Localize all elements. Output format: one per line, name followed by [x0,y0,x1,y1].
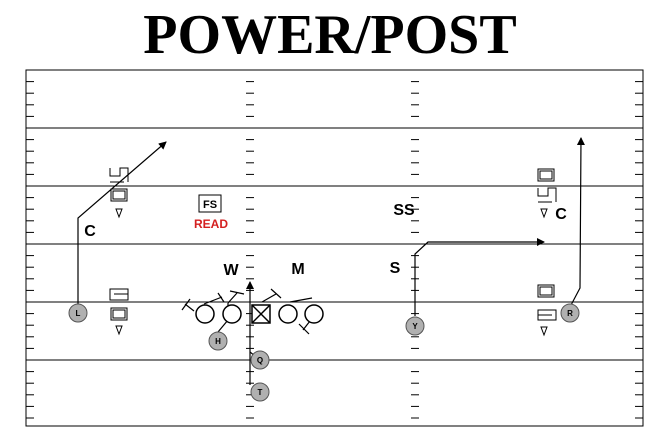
defense: FS READ SS W M S C C [84,194,567,279]
player-r: R [560,303,580,323]
player-y: Y [405,316,425,336]
player-q: Q [250,350,270,370]
fs-label: FS [203,199,217,211]
block-c [261,293,277,303]
fs-box [198,194,222,213]
svg-text:Y: Y [412,322,418,331]
right-guard [278,304,298,324]
marker-right-bottom [537,284,557,337]
svg-text:Q: Q [257,356,263,365]
block-lg [227,292,238,304]
alignment-markers [109,167,557,337]
marker-left-top [109,167,129,219]
marker-right-top [537,168,557,219]
svg-text:R: R [567,309,573,318]
svg-text:H: H [215,337,221,346]
svg-text:T: T [258,388,263,397]
w-label: W [223,262,239,279]
offensive-line [195,304,324,324]
field-border [25,69,644,427]
left-guard [222,304,242,324]
hash-marks [26,81,643,419]
route-r-post [569,137,585,308]
corner-left-label: C [84,223,96,240]
play-title: POWER/POST [143,4,517,66]
player-h: H [208,331,228,351]
read-label: READ [194,217,228,231]
left-tackle [195,304,215,324]
corner-right-label: C [555,206,567,223]
block-lt-out [184,303,195,312]
block-lt [203,296,223,305]
right-tackle [304,304,324,324]
route-l-post [77,141,167,307]
block-rg [289,297,313,303]
marker-left-bottom [109,288,129,336]
player-t: T [250,382,270,402]
svg-text:L: L [76,309,81,318]
player-l: L [68,303,88,323]
s-label: S [390,260,401,277]
ss-label: SS [393,202,415,219]
m-label: M [291,261,304,278]
route-y-out [414,238,545,316]
skill-players: L H Q T Y R [68,303,580,402]
